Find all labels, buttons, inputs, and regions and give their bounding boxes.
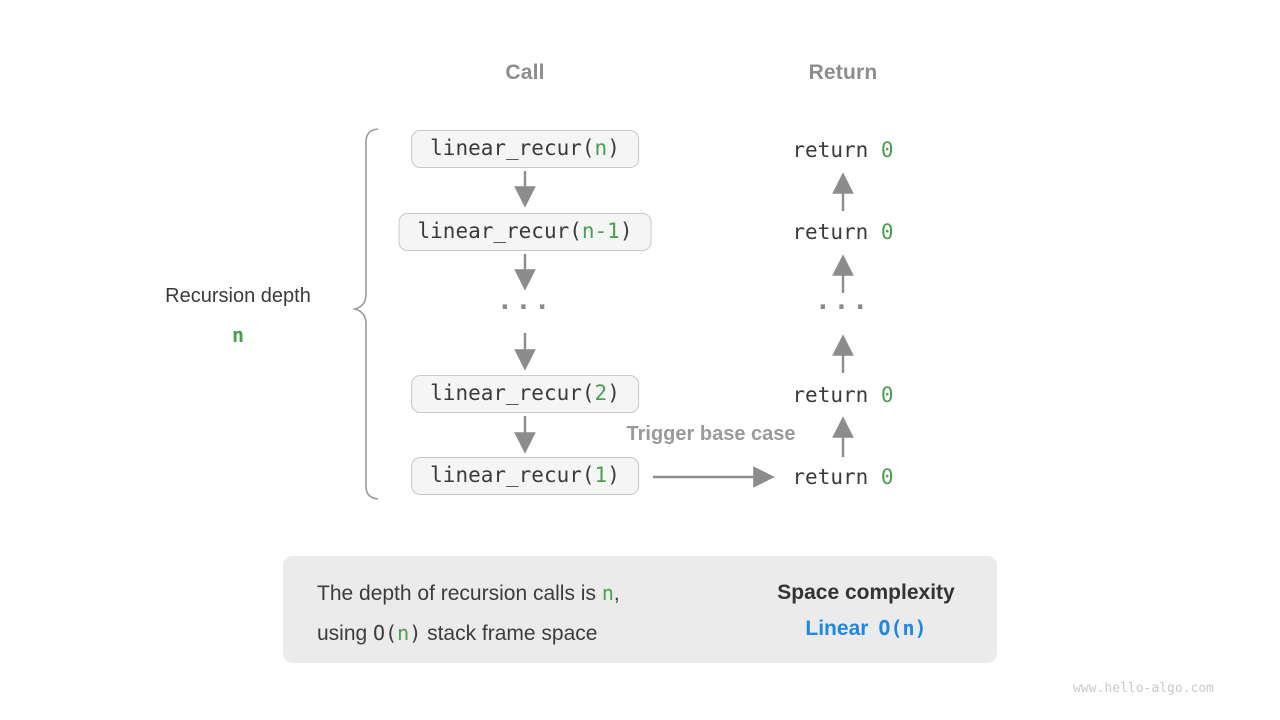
summary-big-o-open: O( bbox=[373, 621, 398, 645]
call-ellipsis: ... bbox=[497, 286, 553, 316]
return-value: 0 bbox=[880, 138, 894, 162]
space-complexity-title: Space complexity bbox=[777, 581, 955, 604]
call-box-linear-recur-1: linear_recur(1) bbox=[411, 457, 639, 495]
code-text: ) bbox=[607, 136, 620, 160]
return-keyword: return bbox=[792, 138, 881, 162]
call-column-header: Call bbox=[505, 61, 545, 84]
summary-text: using bbox=[317, 622, 374, 645]
return-value: 0 bbox=[880, 383, 894, 407]
code-text: linear_recur( bbox=[417, 219, 582, 243]
code-text: ) bbox=[607, 381, 620, 405]
return-column-header: Return bbox=[808, 61, 878, 84]
recursion-depth-label: Recursion depth bbox=[165, 285, 311, 307]
code-arg: 2 bbox=[594, 381, 608, 405]
code-arg: 1 bbox=[594, 463, 608, 487]
summary-text: , bbox=[613, 582, 620, 605]
return-row-1: return 0 bbox=[792, 138, 893, 162]
summary-text: stack frame space bbox=[421, 622, 598, 645]
code-text: ) bbox=[607, 463, 620, 487]
recursion-depth-brace bbox=[351, 128, 379, 500]
summary-line-2: using O(n) stack frame space bbox=[317, 621, 597, 646]
summary-n: n bbox=[601, 581, 614, 605]
summary-big-o-close: ) bbox=[409, 621, 422, 645]
return-value: 0 bbox=[880, 220, 894, 244]
return-value: 0 bbox=[880, 465, 894, 489]
code-arg: n bbox=[594, 136, 608, 160]
return-keyword: return bbox=[792, 383, 881, 407]
return-row-4: return 0 bbox=[792, 465, 893, 489]
space-complexity-value: Linear O(n) bbox=[777, 616, 954, 641]
return-keyword: return bbox=[792, 220, 881, 244]
watermark-url: www.hello-algo.com bbox=[1073, 681, 1214, 696]
call-box-linear-recur-2: linear_recur(2) bbox=[411, 375, 639, 413]
code-text: ) bbox=[619, 219, 633, 243]
call-box-linear-recur-n-1: linear_recur(n-1) bbox=[398, 213, 652, 251]
summary-text: The depth of recursion calls is bbox=[317, 582, 602, 605]
return-ellipsis: ... bbox=[815, 286, 871, 316]
trigger-base-case-label: Trigger base case bbox=[626, 423, 796, 445]
return-row-2: return 0 bbox=[792, 220, 893, 244]
summary-panel: The depth of recursion calls is n, using… bbox=[283, 556, 997, 663]
complexity-big-o: O(n) bbox=[878, 616, 927, 640]
code-text: linear_recur( bbox=[430, 463, 595, 487]
summary-line-1: The depth of recursion calls is n, bbox=[317, 581, 620, 606]
summary-n: n bbox=[397, 621, 410, 645]
code-text: linear_recur( bbox=[430, 136, 595, 160]
code-arg: n-1 bbox=[581, 219, 620, 243]
space-complexity-block: Space complexity Linear O(n) bbox=[777, 581, 954, 641]
code-text: linear_recur( bbox=[430, 381, 595, 405]
return-keyword: return bbox=[792, 465, 881, 489]
complexity-linear-label: Linear bbox=[805, 617, 869, 640]
recursion-depth-value: n bbox=[231, 323, 245, 347]
return-row-3: return 0 bbox=[792, 383, 893, 407]
call-box-linear-recur-n: linear_recur(n) bbox=[411, 130, 639, 168]
